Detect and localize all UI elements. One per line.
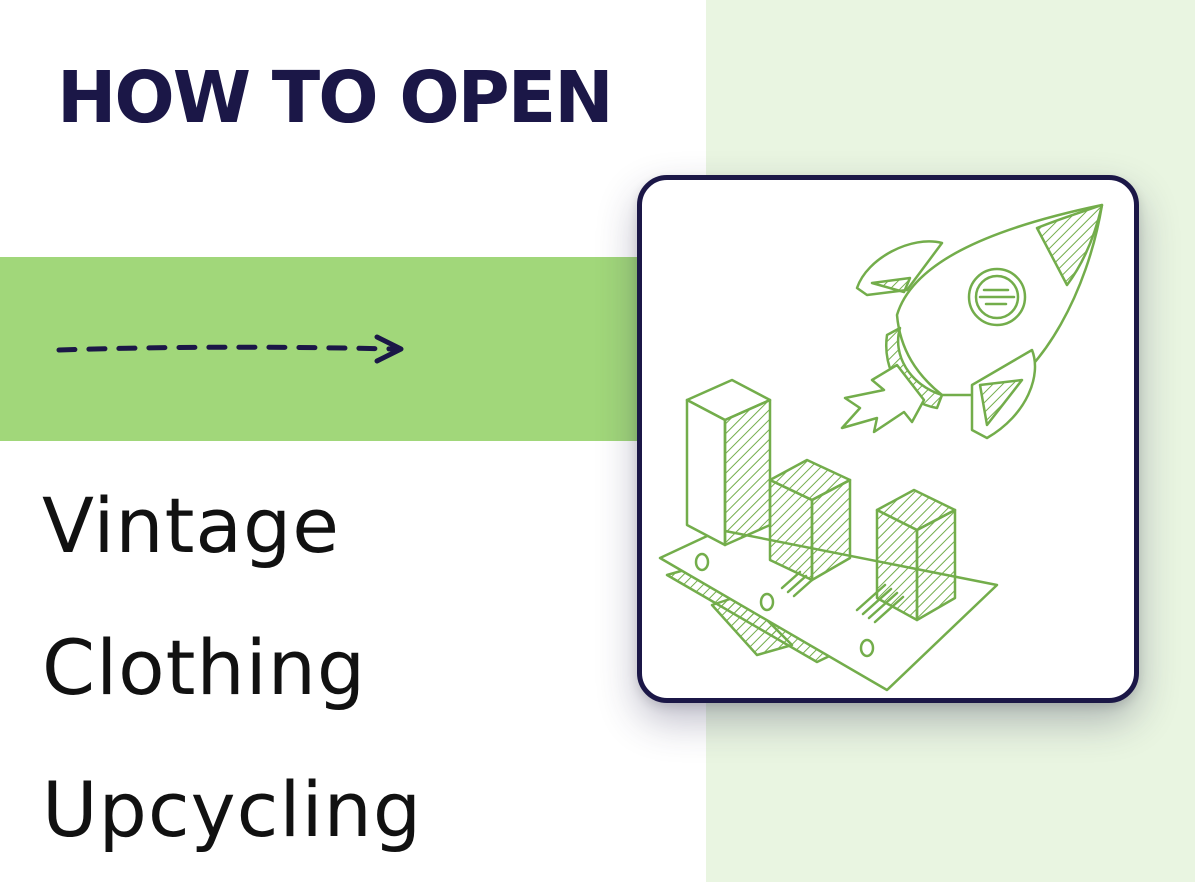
rocket-icon: [840, 203, 1104, 440]
title-line-1: Vintage: [42, 481, 340, 570]
bar-chart-icon: [685, 378, 957, 622]
page-heading: HOW TO OPEN: [57, 56, 614, 139]
title-line-2: Clothing: [42, 623, 367, 712]
illustration-card: [637, 175, 1139, 703]
dashed-arrow-right-icon: [56, 334, 404, 364]
rocket-growth-chart-illustration: [658, 203, 1104, 692]
title-line-3: Upcycling: [42, 765, 423, 854]
